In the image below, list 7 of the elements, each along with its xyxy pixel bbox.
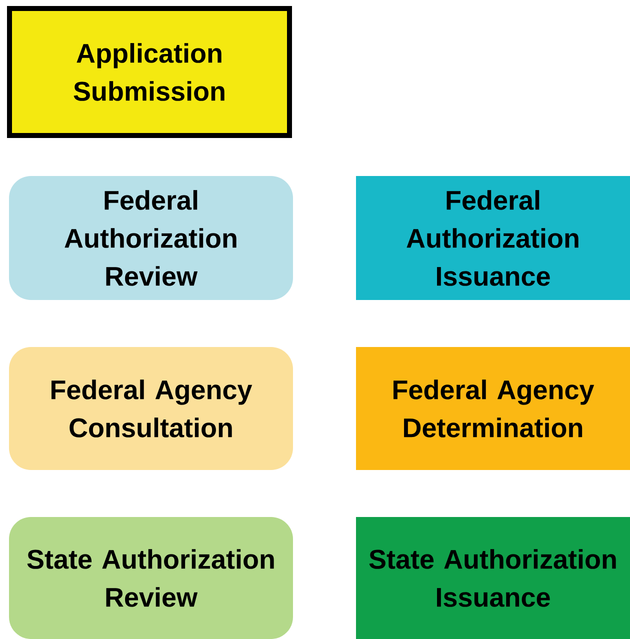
process-box: Application Submission — [7, 6, 292, 138]
rounded-box: State Authorization Review — [9, 517, 293, 639]
process-box: Federal Authorization Issuance — [356, 176, 630, 300]
rounded-box: Federal Agency Consultation — [9, 347, 293, 470]
process-box: Federal Agency Determination — [356, 347, 630, 470]
process-box: State Authorization Issuance — [356, 517, 630, 639]
rounded-box: Federal Authorization Review — [9, 176, 293, 300]
